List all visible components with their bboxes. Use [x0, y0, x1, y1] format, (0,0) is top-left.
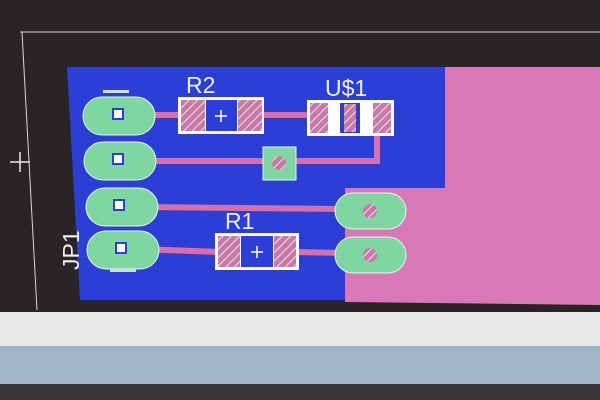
- monitor-bezel: [0, 384, 600, 400]
- pad[interactable]: [334, 192, 407, 230]
- origin-cross-icon: [10, 152, 30, 172]
- top-copper-pour: [345, 67, 600, 305]
- status-bar: [0, 312, 600, 346]
- r1-label: R1: [225, 208, 254, 234]
- resistor-r1[interactable]: [215, 233, 299, 270]
- via[interactable]: [262, 146, 297, 181]
- pad[interactable]: [83, 141, 157, 181]
- jp1-label: JP1: [58, 230, 84, 270]
- resistor-r2[interactable]: [178, 97, 264, 134]
- component-u1[interactable]: [307, 100, 394, 136]
- r2-label: R2: [186, 72, 215, 98]
- frame-left-line: [21, 31, 38, 311]
- u1-label: U$1: [325, 75, 367, 101]
- pad[interactable]: [86, 230, 160, 270]
- pad[interactable]: [82, 96, 156, 136]
- pad[interactable]: [334, 236, 407, 274]
- pad[interactable]: [85, 187, 159, 227]
- jp1-pads: [82, 90, 160, 272]
